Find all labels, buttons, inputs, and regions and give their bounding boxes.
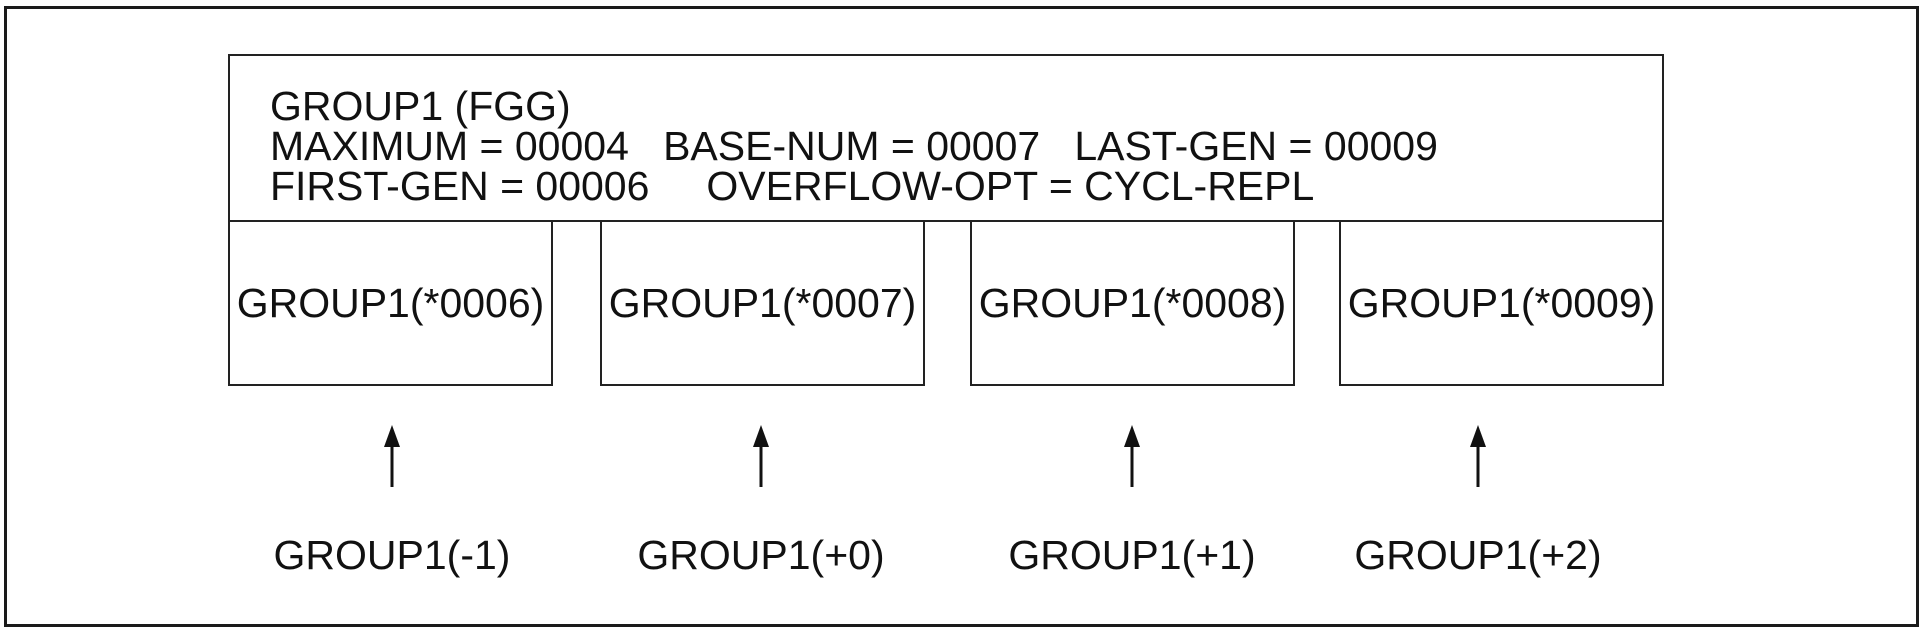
- relative-reference-label: GROUP1(+2): [1354, 532, 1602, 578]
- diagram-frame: [4, 6, 1919, 627]
- generation-box: GROUP1(*0009): [1339, 220, 1664, 386]
- fgg-attributes-line-2: FIRST-GEN = 00006 OVERFLOW-OPT = CYCL-RE…: [270, 163, 1315, 209]
- generation-name: GROUP1(*0008): [978, 279, 1287, 326]
- up-arrow-icon: [1470, 425, 1486, 487]
- up-arrow-icon: [753, 425, 769, 487]
- generation-box: GROUP1(*0008): [970, 220, 1295, 386]
- up-arrow-icon: [1124, 425, 1140, 487]
- relative-reference-label: GROUP1(+0): [637, 532, 885, 578]
- relative-reference-label: GROUP1(+1): [1008, 532, 1256, 578]
- generation-box: GROUP1(*0007): [600, 220, 925, 386]
- generation-name: GROUP1(*0006): [236, 279, 545, 326]
- fgg-attributes-line-1: MAXIMUM = 00004 BASE-NUM = 00007 LAST-GE…: [270, 123, 1438, 169]
- generation-name: GROUP1(*0007): [608, 279, 917, 326]
- header-divider: [228, 220, 1664, 222]
- relative-reference-label: GROUP1(-1): [273, 532, 511, 578]
- fgg-header-box: GROUP1 (FGG) MAXIMUM = 00004 BASE-NUM = …: [228, 54, 1664, 222]
- up-arrow-icon: [384, 425, 400, 487]
- generation-name: GROUP1(*0009): [1347, 279, 1656, 326]
- fgg-name: GROUP1 (FGG): [270, 83, 571, 129]
- generation-box: GROUP1(*0006): [228, 220, 553, 386]
